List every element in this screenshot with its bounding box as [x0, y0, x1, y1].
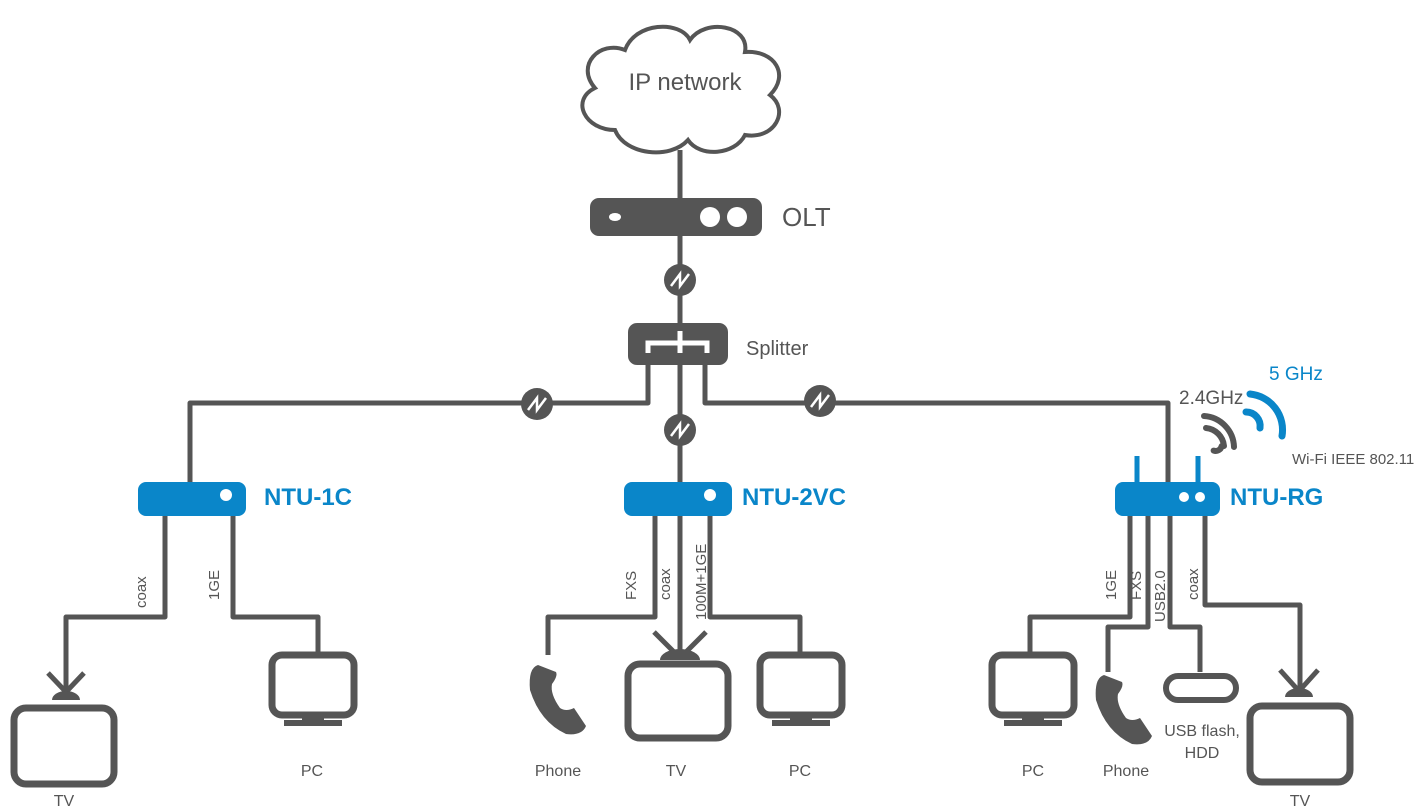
- link-label: 100M+1GE: [693, 544, 710, 620]
- device-label: PC: [301, 763, 323, 780]
- wifi-5-label: 5 GHz: [1269, 364, 1323, 385]
- tv-icon: [10, 671, 118, 788]
- pc-icon: [268, 651, 358, 726]
- ntu-led-icon: [704, 489, 716, 501]
- device-label: PC: [1022, 763, 1044, 780]
- wifi-standard-label: Wi-Fi IEEE 802.11: [1292, 451, 1414, 468]
- ntu-led-icon: [1179, 492, 1189, 502]
- wifi-group: 2.4GHz 5 GHz Wi-Fi IEEE 802.11: [1179, 364, 1414, 468]
- pc-icon: [988, 651, 1078, 726]
- olt-body: [590, 198, 762, 236]
- optical-connectors: [521, 264, 836, 446]
- device-label: TV: [1290, 793, 1311, 807]
- device-label: TV: [54, 793, 75, 807]
- tv-icon: [624, 630, 732, 742]
- ip-network-cloud: IP network: [580, 24, 782, 155]
- optical-connector-icon: [804, 385, 836, 417]
- splitter-label: Splitter: [746, 338, 809, 360]
- phone-icon: [529, 665, 586, 735]
- link-label: coax: [133, 576, 150, 608]
- device-label: TV: [666, 763, 687, 780]
- usb-drive-icon: [1163, 673, 1239, 703]
- ntu-2vc-label: NTU-2VC: [742, 484, 846, 511]
- tv-icon: [1246, 668, 1354, 786]
- phone-icon: [1095, 675, 1152, 745]
- ntu-1c-body: [138, 482, 246, 516]
- ntu-led-icon: [1195, 492, 1205, 502]
- device-label: Phone: [1103, 763, 1149, 780]
- splitter-icon: [645, 331, 710, 353]
- ntu-rg-label: NTU-RG: [1230, 484, 1323, 511]
- cloud-shape: [580, 24, 782, 155]
- link-label: coax: [1185, 568, 1202, 600]
- ntu-1c-label: NTU-1C: [264, 484, 352, 511]
- optical-connector-icon: [664, 264, 696, 296]
- ntu-2vc-device: NTU-2VC: [624, 482, 846, 516]
- wifi-24-label: 2.4GHz: [1179, 388, 1243, 409]
- ntu-2vc-body: [624, 482, 732, 516]
- cloud-label: IP network: [629, 69, 743, 96]
- olt-label: OLT: [782, 202, 831, 232]
- ntu-rg-body: [1115, 482, 1220, 516]
- olt-port-icon: [727, 207, 747, 227]
- link-label: FXS: [1128, 571, 1145, 600]
- wifi-24-icon: [1201, 413, 1237, 454]
- pc-icon: [756, 651, 846, 726]
- connection-lines: [63, 150, 1303, 690]
- device-label: Phone: [535, 763, 581, 780]
- link-label: FXS: [623, 571, 640, 600]
- ntu-led-icon: [220, 489, 232, 501]
- link-label: USB2.0: [1152, 570, 1169, 622]
- olt-led-icon: [609, 213, 621, 221]
- optical-connector-icon: [521, 388, 553, 420]
- wifi-5-icon: [1242, 390, 1287, 440]
- link-label: 1GE: [206, 570, 223, 600]
- link-label: coax: [657, 568, 674, 600]
- olt-device: OLT: [590, 198, 831, 236]
- device-label: USB flash,: [1164, 723, 1240, 740]
- optical-connector-icon: [664, 414, 696, 446]
- link-label: 1GE: [1103, 570, 1120, 600]
- splitter-device: Splitter: [628, 323, 809, 365]
- olt-port-icon: [700, 207, 720, 227]
- ntu-rg-device: NTU-RG: [1115, 456, 1323, 516]
- device-label: HDD: [1185, 745, 1220, 762]
- device-label: PC: [789, 763, 811, 780]
- ntu-1c-device: NTU-1C: [138, 482, 352, 516]
- link-labels: coax 1GE FXS coax 100M+1GE 1GE FXS USB2.…: [133, 544, 1202, 622]
